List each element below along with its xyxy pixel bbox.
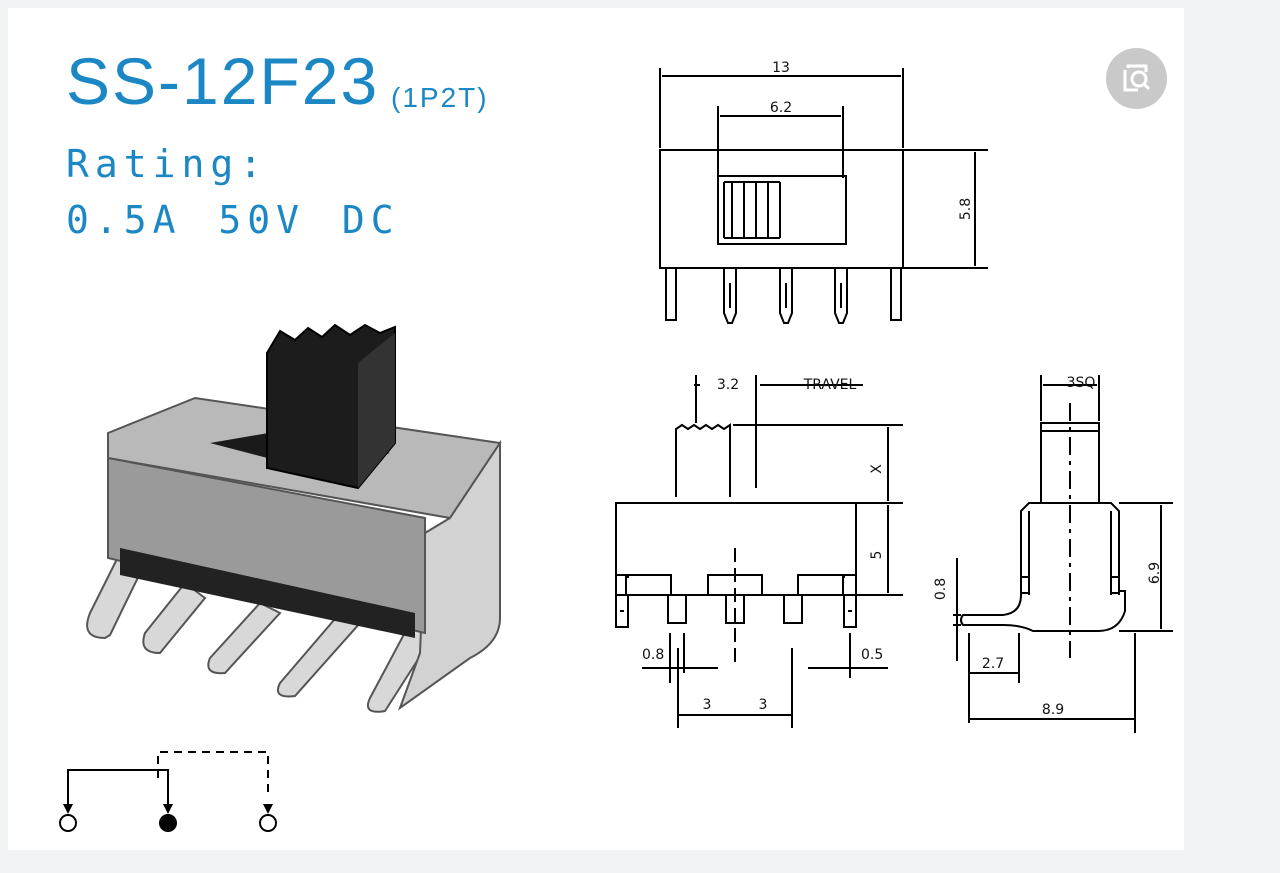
dim-x: X	[869, 464, 885, 474]
pole-throw-label: (1P2T)	[391, 82, 489, 113]
dim-pin-thickness: 0.5	[861, 647, 883, 663]
side-view-drawing: 3SQ 6.9 0.8 2.7 8.9	[933, 375, 1173, 733]
switch-schematic	[59, 751, 277, 832]
dim-width: 13	[772, 60, 790, 76]
dim-side-pin: 0.8	[933, 578, 949, 600]
dim-travel-label: TRAVEL	[803, 377, 857, 393]
dim-pitch-left: 3	[703, 697, 712, 713]
dim-travel-value: 3.2	[717, 377, 739, 393]
dim-depth: 8.9	[1042, 702, 1064, 718]
dim-pin-width: 0.8	[642, 647, 664, 663]
top-view-drawing: 13 6.2 5.8	[659, 60, 988, 324]
terminal-open-right	[259, 814, 277, 832]
illustration-pin	[276, 611, 362, 698]
dim-knob-window: 6.2	[770, 100, 792, 116]
dim-knob-size: 3SQ	[1067, 375, 1096, 391]
switch-illustration	[86, 323, 502, 713]
rating-label: Rating:	[66, 142, 269, 186]
front-view-drawing: 3.2 TRAVEL X 5 0.8 0.5 3 3	[615, 375, 903, 728]
dim-pitch-right: 3	[759, 697, 768, 713]
dim-bend: 2.7	[982, 656, 1004, 672]
illustration-pin	[366, 621, 437, 713]
illustration-pin	[142, 581, 207, 655]
image-search-icon	[1123, 64, 1151, 92]
terminal-open-left	[59, 814, 77, 832]
dim-height: 5.8	[958, 198, 974, 220]
datasheet-sheet: SS-12F23 (1P2T) Rating: 0.5A 50V DC	[8, 8, 1184, 850]
dim-side-height: 6.9	[1147, 562, 1163, 584]
model-title: SS-12F23	[66, 44, 380, 118]
terminal-common	[159, 814, 177, 832]
dim-body-height: 5	[869, 551, 885, 560]
image-search-button[interactable]	[1106, 48, 1167, 109]
slide-knob	[266, 323, 396, 490]
illustration-pin	[207, 601, 282, 675]
rating-value: 0.5A 50V DC	[66, 198, 400, 242]
